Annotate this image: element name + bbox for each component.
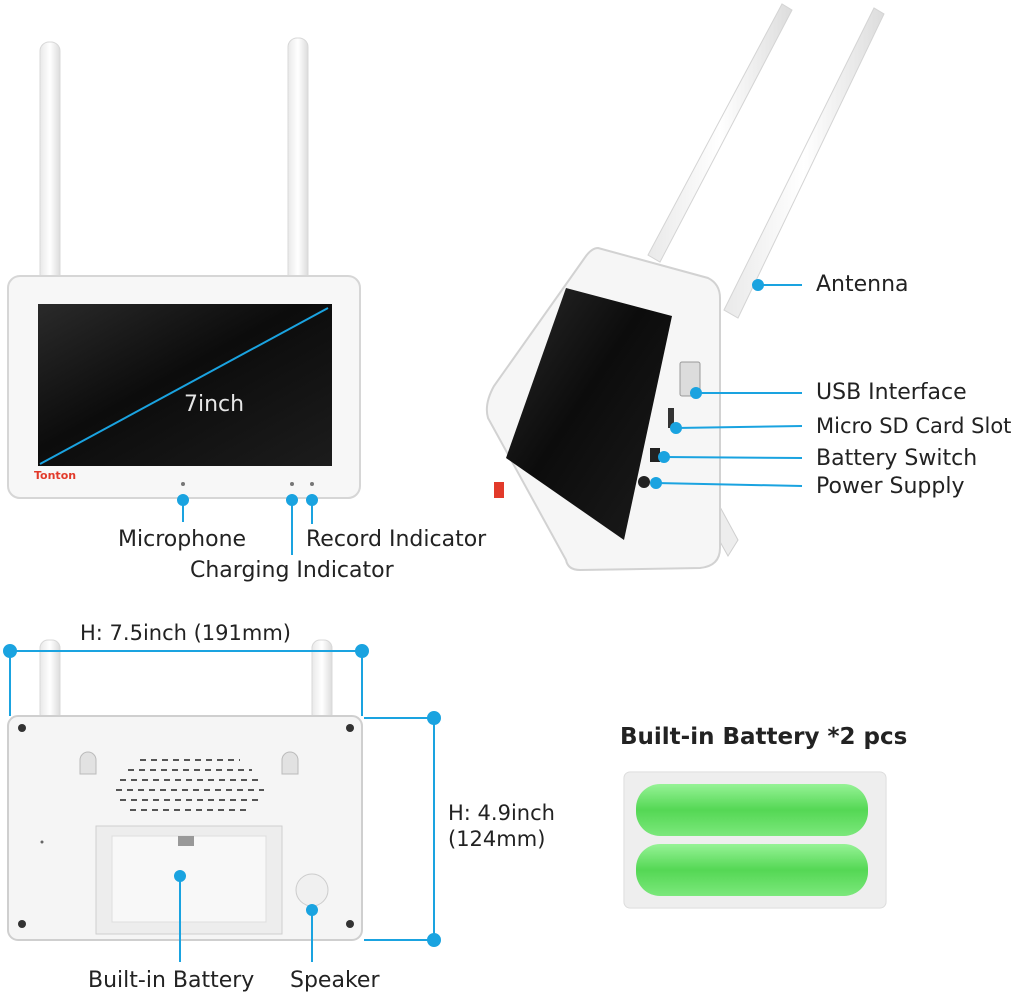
- height-dimension-label-line2: (124mm): [448, 827, 546, 851]
- side-brand-mark: [494, 482, 504, 498]
- battery-cover-inner: [111, 835, 267, 923]
- battery-section-title: Built-in Battery *2 pcs: [620, 724, 908, 750]
- brand-logo: Tonton: [34, 469, 77, 482]
- screw-top-right: [346, 724, 354, 732]
- back-dimension-lines: [3, 644, 441, 962]
- screw-bottom-left: [18, 920, 26, 928]
- antenna-label: Antenna: [816, 272, 909, 297]
- micro-sd-card-slot-label: Micro SD Card Slot: [816, 414, 1012, 438]
- height-dimension-label-line1: H: 4.9inch: [448, 801, 555, 825]
- back-view-device: [7, 639, 363, 941]
- screen-size-label: 7inch: [184, 392, 245, 417]
- built-in-battery-label: Built-in Battery: [88, 968, 255, 993]
- battery-switch-label: Battery Switch: [816, 446, 978, 471]
- front-right-antenna: [287, 37, 309, 288]
- battery-photo: [623, 771, 887, 909]
- side-callouts: [650, 279, 803, 489]
- side-screen: [506, 288, 672, 540]
- usb-interface-label: USB Interface: [816, 380, 967, 405]
- front-callouts: [177, 494, 318, 555]
- charging-indicator-led: [290, 482, 294, 486]
- front-left-antenna: [39, 41, 61, 288]
- battery-cover-latch: [178, 836, 194, 846]
- width-dimension-label: H: 7.5inch (191mm): [80, 621, 291, 645]
- speaker-label: Speaker: [290, 968, 380, 993]
- wall-mount-hole-right: [281, 751, 299, 775]
- screen-diagonal-line: [39, 307, 329, 465]
- record-indicator-led: [310, 482, 314, 486]
- battery-switch-toggle: [650, 448, 660, 462]
- speaker-grille: [295, 873, 329, 907]
- vent-grille: [116, 759, 264, 811]
- screw-top-left: [18, 724, 26, 732]
- sd-card-slot: [668, 408, 674, 428]
- back-right-antenna: [311, 639, 333, 723]
- battery-cell-top: [636, 784, 868, 836]
- side-view-device: [485, 3, 885, 572]
- microphone-label: Microphone: [118, 527, 247, 552]
- microphone-hole: [181, 482, 185, 486]
- power-supply-label: Power Supply: [816, 474, 965, 499]
- battery-holder-overlay: [624, 772, 886, 908]
- power-supply-jack: [638, 476, 650, 488]
- reset-pinhole: [40, 840, 44, 844]
- charging-indicator-label: Charging Indicator: [190, 558, 394, 583]
- back-left-antenna: [39, 639, 61, 723]
- side-rear-antenna: [647, 3, 793, 263]
- record-indicator-label: Record Indicator: [306, 527, 487, 552]
- screw-bottom-right: [346, 920, 354, 928]
- battery-cell-bottom: [636, 844, 868, 896]
- side-front-antenna: [723, 7, 885, 319]
- front-view-device: [7, 37, 361, 499]
- wall-mount-hole-left: [79, 751, 97, 775]
